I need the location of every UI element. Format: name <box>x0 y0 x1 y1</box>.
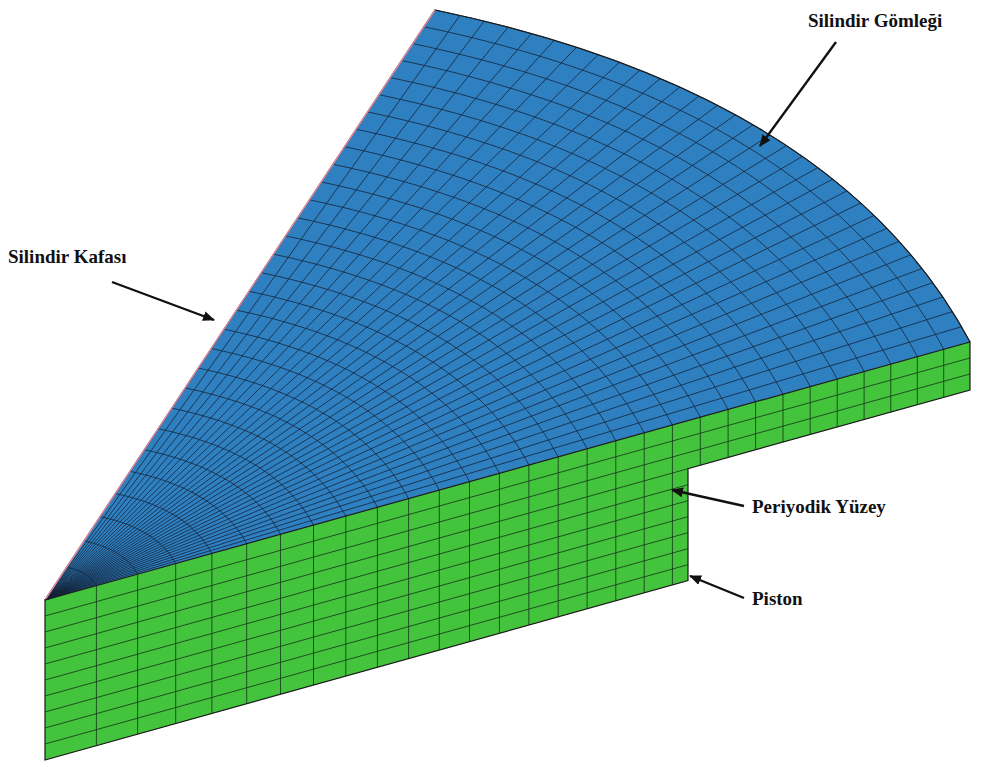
mesh-vertical <box>755 402 756 450</box>
mesh-ring <box>390 78 864 372</box>
mesh-radial <box>45 79 660 601</box>
mesh-radial <box>45 115 736 600</box>
part-label: Silindir Kafası <box>8 247 126 268</box>
mesh-ring <box>413 44 918 357</box>
mesh-vertical <box>783 394 784 442</box>
mesh-horizontal <box>45 485 688 664</box>
mesh-vertical <box>728 410 729 458</box>
mesh-radial <box>45 40 554 600</box>
mesh-ring <box>435 10 970 342</box>
mesh-horizontal <box>45 469 688 648</box>
mesh-radial <box>45 255 911 600</box>
mesh-radial <box>45 327 962 600</box>
mesh-ring <box>237 310 500 473</box>
mesh-radial <box>45 135 770 600</box>
mesh-horizontal <box>45 549 688 728</box>
mesh-radial <box>45 312 952 600</box>
mesh-ring <box>198 368 408 499</box>
top-mesh <box>45 10 970 600</box>
mesh-ring <box>333 164 728 409</box>
front-outline <box>45 342 970 760</box>
mesh-ring <box>368 112 811 387</box>
mesh-ring <box>274 254 587 449</box>
mesh-ring <box>310 200 673 425</box>
mesh-radial <box>45 168 818 600</box>
mesh-ring <box>224 329 470 481</box>
mesh-radial <box>45 105 718 600</box>
mesh-radial <box>45 125 753 600</box>
mesh-horizontal <box>45 517 688 696</box>
mesh-radial <box>45 55 598 600</box>
mesh-radial <box>45 146 787 601</box>
mesh-ring <box>402 61 891 365</box>
mesh-radial <box>45 269 922 601</box>
mesh-horizontal <box>45 374 970 632</box>
mesh-ring <box>356 129 783 394</box>
mesh-vertical <box>917 357 918 405</box>
mesh-radial <box>45 283 933 600</box>
mesh-radial <box>45 241 899 600</box>
mesh-radial <box>45 216 874 601</box>
mesh-ring <box>345 147 756 402</box>
mesh-radial <box>45 191 847 600</box>
mesh-ring <box>185 388 377 507</box>
mesh-horizontal <box>45 565 688 744</box>
mesh-radial <box>45 21 484 600</box>
mesh-radial <box>45 87 680 600</box>
mesh-radial <box>45 27 508 600</box>
mesh-ring <box>286 236 616 441</box>
mesh-horizontal <box>45 358 970 616</box>
mesh-ring <box>172 408 346 516</box>
mesh-ring <box>379 95 837 379</box>
mesh-horizontal <box>45 501 688 680</box>
mesh-ring <box>321 182 700 417</box>
mesh-radial <box>45 203 861 600</box>
mesh-vertical <box>890 364 891 412</box>
part-label: Piston <box>752 589 803 610</box>
leader-arrow <box>690 576 744 598</box>
mesh-radial <box>45 47 576 600</box>
part-label: Periyodik Yüzey <box>752 497 886 518</box>
top-outline <box>45 10 970 600</box>
head-edge <box>45 10 435 600</box>
mesh-vertical <box>810 387 811 435</box>
mesh-ring <box>249 291 529 465</box>
mesh-vertical <box>864 372 865 420</box>
part-label: Silindir Gömleği <box>808 11 942 32</box>
mesh-ring <box>261 273 558 457</box>
mesh-ring <box>211 349 439 491</box>
mesh-radial <box>45 179 833 600</box>
mesh-radial <box>45 34 531 600</box>
leader-arrow <box>760 42 836 146</box>
mesh-radial <box>45 156 802 600</box>
mesh-radial <box>45 15 460 600</box>
leader-arrow <box>112 282 214 320</box>
leader-arrow <box>672 490 744 506</box>
mesh-vertical <box>700 417 701 465</box>
mesh-radial <box>45 228 887 600</box>
mesh-vertical <box>837 379 838 427</box>
front-mesh <box>45 349 970 745</box>
mesh-vertical <box>943 349 944 397</box>
mesh-ring <box>424 27 944 350</box>
mesh-horizontal <box>45 533 688 712</box>
